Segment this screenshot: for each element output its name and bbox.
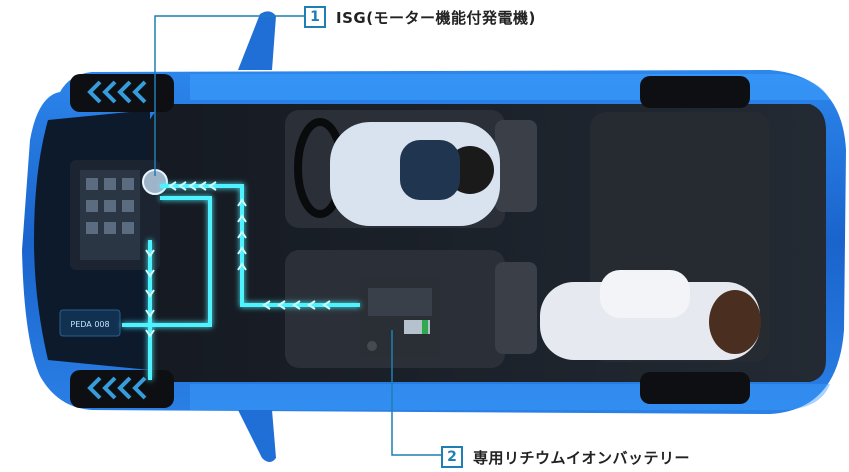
lithium-ion-battery (360, 278, 440, 358)
wheels (70, 74, 750, 408)
callout-leader-lines (154, 15, 441, 456)
left-mirror (238, 11, 276, 70)
callout-label-battery: 専用リチウムイオンバッテリー (473, 448, 691, 467)
auxiliary-battery: PEDA 008 (59, 309, 121, 337)
callout-battery: 2 専用リチウムイオンバッテリー (441, 446, 690, 468)
callout-isg: 1 ISG(モーター機能付発電機) (304, 6, 536, 28)
callout-number-1: 1 (304, 6, 326, 28)
engine-block (70, 160, 168, 270)
energy-flow-arrows (145, 181, 331, 338)
callout-label-isg: ISG(モーター機能付発電機) (336, 8, 536, 27)
auxiliary-battery-label: PEDA 008 (70, 320, 109, 329)
driver (330, 122, 500, 226)
right-mirror (238, 410, 276, 462)
passenger (540, 270, 761, 360)
callout-number-2: 2 (441, 446, 463, 468)
